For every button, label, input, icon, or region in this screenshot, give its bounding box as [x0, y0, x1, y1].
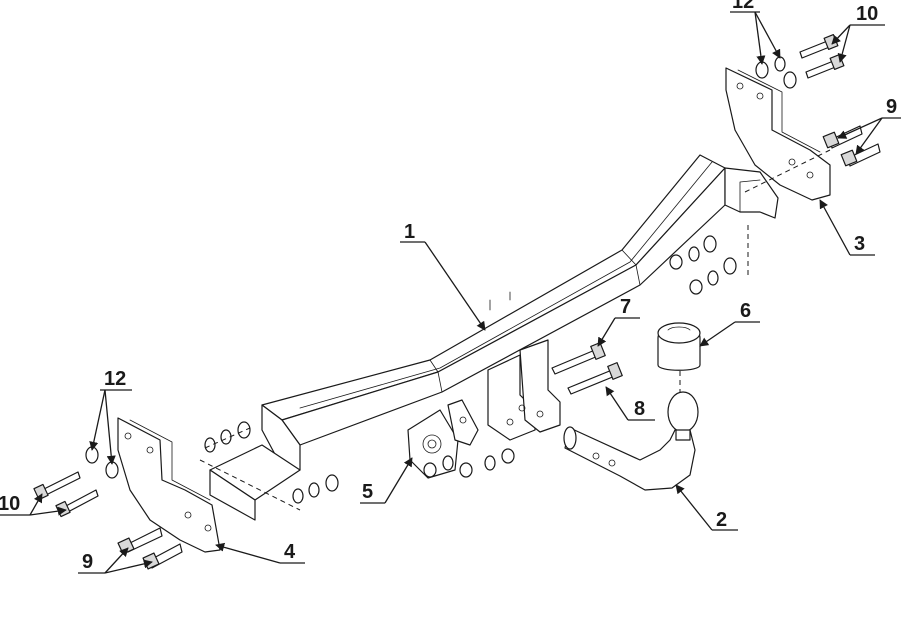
center-mount-plates	[487, 291, 561, 441]
callout-1: 1	[404, 221, 415, 243]
cross-beam	[261, 154, 779, 471]
callout-7: 7	[620, 296, 631, 318]
callout-5: 5	[362, 481, 373, 503]
callout-9-left: 9	[82, 551, 93, 573]
callout-3: 3	[854, 233, 865, 255]
callout-10-left: 10	[0, 493, 20, 515]
right-bracket	[725, 67, 831, 278]
callout-10-right: 10	[856, 3, 878, 25]
fastener-group-socket	[423, 448, 515, 478]
bolt-group-right-bracket	[755, 33, 881, 167]
callout-6: 6	[740, 300, 751, 322]
callout-12-right: 12	[732, 0, 754, 13]
callout-4: 4	[284, 541, 296, 563]
callout-labels: 1 2 3 4 5 6 7 8 9 9 10 10 12 12	[0, 0, 897, 573]
callout-8: 8	[634, 398, 645, 420]
callout-12-left: 12	[104, 368, 126, 390]
left-bracket	[117, 417, 221, 553]
tow-ball-arm	[563, 362, 699, 491]
callout-leaders	[0, 11, 901, 574]
callout-2: 2	[716, 509, 727, 531]
fastener-group-beam-mid-left	[292, 474, 339, 504]
left-beam-connector	[199, 444, 301, 521]
fastener-group-beam-right	[669, 235, 737, 295]
long-bolts	[551, 342, 623, 395]
callout-9-right: 9	[886, 96, 897, 118]
fastener-group-beam-left	[204, 421, 251, 453]
ball-cap	[657, 322, 701, 371]
